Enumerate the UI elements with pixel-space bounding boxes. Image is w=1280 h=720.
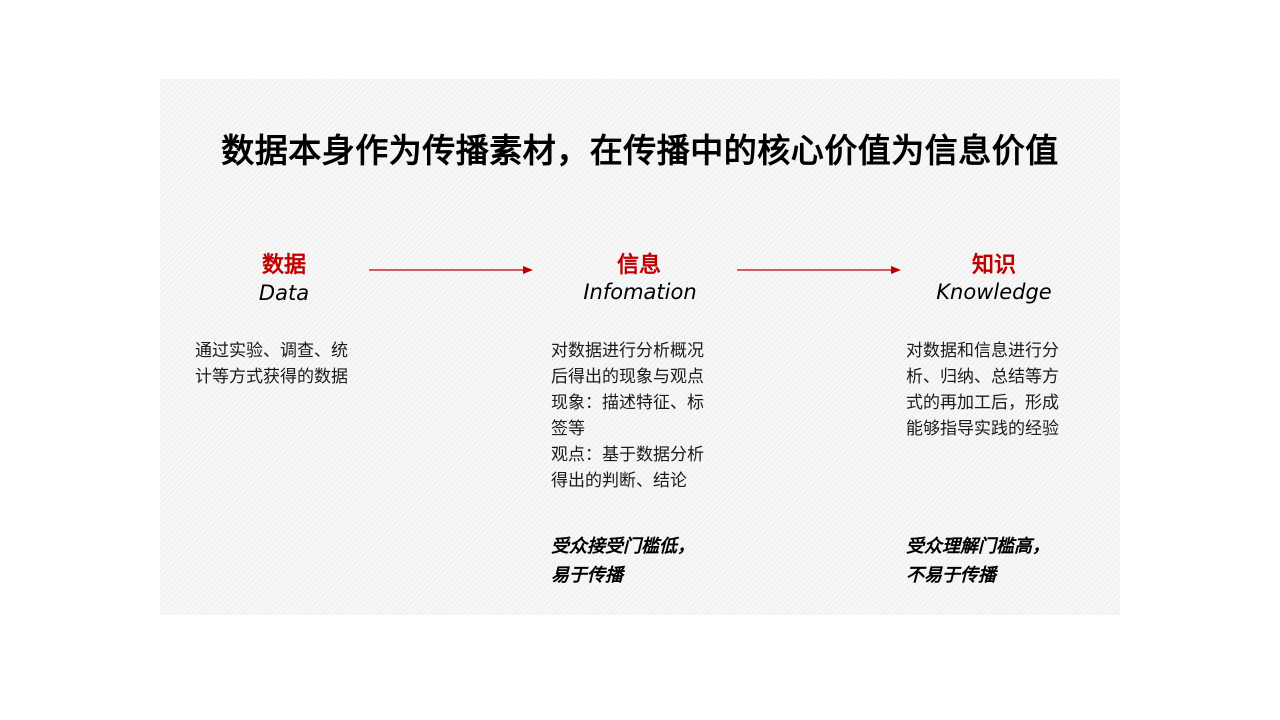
stage-knowledge-en-label: Knowledge: [936, 280, 1052, 304]
stage-knowledge-cn-label: 知识: [971, 253, 1016, 278]
note-line: 受众接受门槛低，: [551, 536, 695, 557]
stage-data-cn-label: 数据: [261, 253, 306, 278]
description-line: 计等方式获得的数据: [195, 367, 348, 387]
stage-information-en-label: Infomation: [583, 280, 697, 304]
stage-information-description: 对数据进行分析概况 后得出的现象与观点 现象：描述特征、标 签等 观点：基于数据…: [551, 338, 704, 494]
description-line: 式的再加工后，形成: [906, 393, 1059, 413]
note-line: 受众理解门槛高，: [906, 536, 1050, 557]
description-line: 对数据进行分析概况: [551, 341, 704, 361]
description-line: 现象：描述特征、标: [551, 393, 704, 413]
description-line: 对数据和信息进行分: [906, 341, 1059, 361]
stage-data-description: 通过实验、调查、统 计等方式获得的数据: [195, 338, 348, 390]
description-line: 得出的判断、结论: [551, 471, 687, 491]
note-line: 不易于传播: [906, 565, 996, 586]
slide-panel: 数据本身作为传播素材，在传播中的核心价值为信息价值 数据 Data 信息 Inf…: [160, 79, 1120, 615]
description-line: 后得出的现象与观点: [551, 367, 704, 387]
description-line: 析、归纳、总结等方: [906, 367, 1059, 387]
stage-information-note: 受众接受门槛低， 易于传播: [551, 532, 695, 590]
description-line: 能够指导实践的经验: [906, 419, 1059, 439]
stage-knowledge-description: 对数据和信息进行分 析、归纳、总结等方 式的再加工后，形成 能够指导实践的经验: [906, 338, 1059, 442]
stage-data-en-label: Data: [258, 281, 310, 305]
description-line: 观点：基于数据分析: [551, 445, 704, 465]
slide-title: 数据本身作为传播素材，在传播中的核心价值为信息价值: [221, 131, 1059, 170]
note-line: 易于传播: [551, 565, 623, 586]
arrow-right-icon: [737, 266, 901, 274]
stage-information-cn-label: 信息: [616, 253, 661, 278]
arrow-right-icon: [369, 266, 533, 274]
description-line: 通过实验、调查、统: [195, 341, 348, 361]
description-line: 签等: [551, 419, 585, 439]
stage-knowledge-note: 受众理解门槛高， 不易于传播: [906, 532, 1050, 590]
